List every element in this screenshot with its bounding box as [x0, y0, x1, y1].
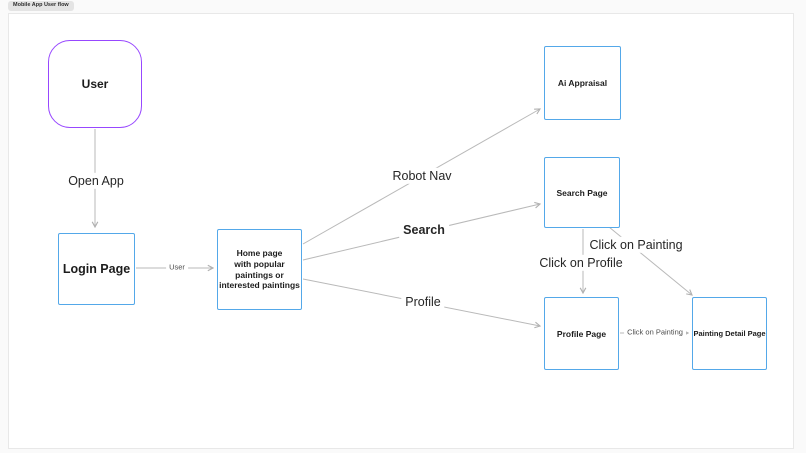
- edge-label-click-on-painting[interactable]: Click on Painting: [585, 236, 687, 254]
- edge-label-click-on-profile[interactable]: Click on Profile: [535, 254, 627, 272]
- node-ai-appraisal[interactable]: Ai Appraisal: [544, 46, 621, 120]
- node-painting-detail-page-label: Painting Detail Page: [693, 329, 766, 338]
- node-ai-appraisal-label: Ai Appraisal: [557, 78, 608, 88]
- edge-label-robot-nav[interactable]: Robot Nav: [388, 167, 456, 185]
- node-painting-detail-page[interactable]: Painting Detail Page: [692, 297, 767, 370]
- node-home-page-label: Home page with popular paintings or inte…: [219, 248, 300, 291]
- edge-label-search[interactable]: Search: [399, 221, 449, 239]
- node-login-page[interactable]: Login Page: [58, 233, 135, 305]
- node-home-page[interactable]: Home page with popular paintings or inte…: [217, 229, 302, 310]
- node-profile-page-label: Profile Page: [556, 328, 607, 339]
- edge-label-open-app[interactable]: Open App: [64, 172, 128, 190]
- node-search-page-label: Search Page: [556, 187, 608, 198]
- node-search-page[interactable]: Search Page: [544, 157, 620, 228]
- edge-label-user[interactable]: User: [166, 262, 188, 274]
- node-profile-page[interactable]: Profile Page: [544, 297, 619, 370]
- frame-name-tab[interactable]: Mobile App User flow: [8, 1, 74, 11]
- node-user[interactable]: User: [48, 40, 142, 128]
- edge-label-profile[interactable]: Profile: [401, 293, 445, 311]
- node-user-label: User: [81, 77, 109, 91]
- edge-label-click-on-painting-small[interactable]: Click on Painting: [624, 327, 686, 339]
- node-login-page-label: Login Page: [62, 262, 131, 276]
